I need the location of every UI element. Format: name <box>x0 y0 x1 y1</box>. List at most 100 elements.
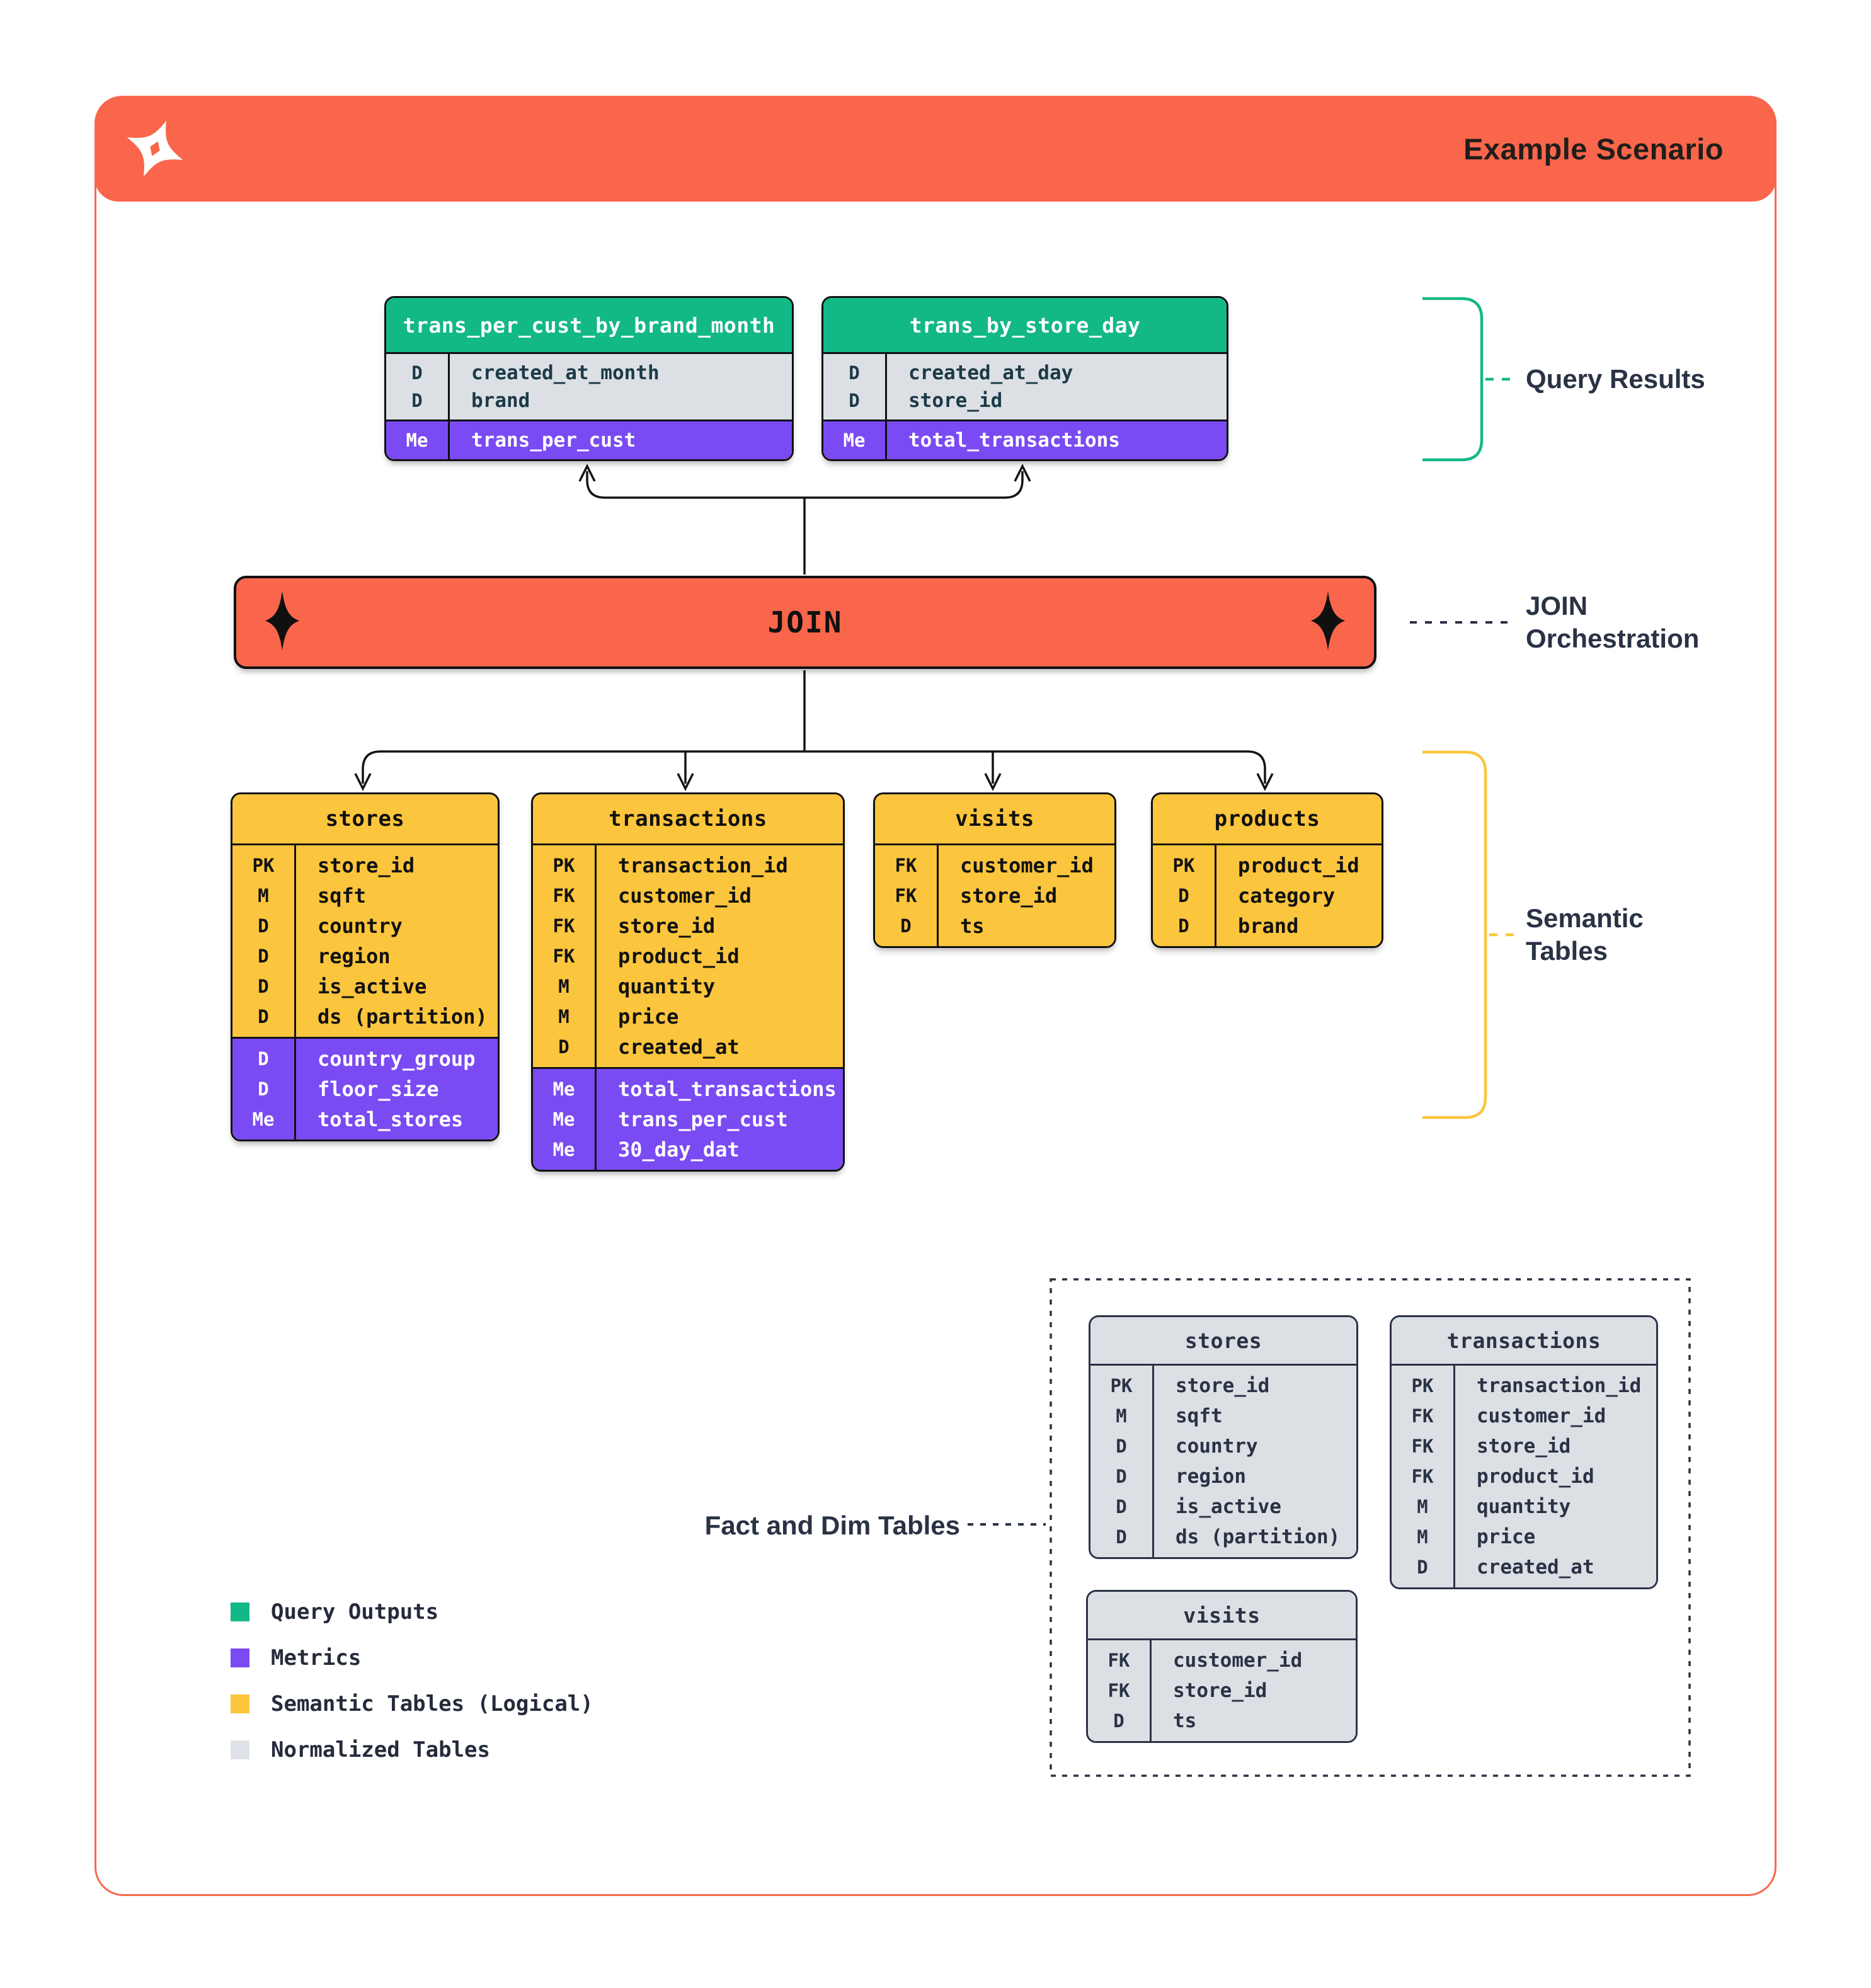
column-key: M <box>1417 1496 1428 1517</box>
table-name: stores <box>232 794 498 845</box>
column-name: store_id <box>960 884 1058 908</box>
field-column: trans_per_cust <box>450 421 792 459</box>
table-name: trans_by_store_day <box>823 298 1227 354</box>
column-name: ds (partition) <box>318 1005 488 1029</box>
legend-item: Metrics <box>231 1643 593 1672</box>
column-name: sqft <box>318 884 367 908</box>
label-semantic-tables: Semantic Tables <box>1526 903 1644 966</box>
column-name: country <box>318 914 403 938</box>
column-name: country_group <box>318 1047 476 1071</box>
column-name: is_active <box>318 974 427 998</box>
column-name: is_active <box>1176 1495 1281 1518</box>
column-key: Me <box>552 1078 575 1100</box>
column-key: Me <box>252 1109 275 1130</box>
column-key: D <box>849 390 860 411</box>
column-name: product_id <box>1238 854 1359 877</box>
legend-item: Query Outputs <box>231 1597 593 1626</box>
column-key: D <box>1178 885 1189 906</box>
join-label: JOIN <box>767 605 843 639</box>
card-header: Example Scenario <box>94 96 1777 202</box>
field-column: total_transactions <box>887 421 1227 459</box>
column-key: D <box>258 1048 269 1070</box>
column-key: FK <box>895 885 917 906</box>
column-name: customer_id <box>618 884 752 908</box>
column-key: PK <box>252 855 275 876</box>
column-key: PK <box>552 855 575 876</box>
column-name: product_id <box>1477 1465 1594 1488</box>
column-name: total_transactions <box>908 429 1120 452</box>
table-name: products <box>1153 794 1382 845</box>
column-name: price <box>618 1005 679 1029</box>
column-name: total_transactions <box>618 1077 837 1101</box>
column-key: Me <box>552 1109 575 1130</box>
column-key: D <box>1116 1526 1127 1548</box>
column-key: D <box>1116 1496 1127 1517</box>
column-name: region <box>1176 1465 1246 1488</box>
table-name: stores <box>1090 1317 1356 1366</box>
column-key: D <box>258 915 269 937</box>
column-name: ts <box>1173 1710 1197 1732</box>
column-key: D <box>258 976 269 997</box>
column-name: quantity <box>618 974 716 998</box>
column-key: Me <box>843 430 866 451</box>
column-name: created_at <box>1477 1556 1594 1579</box>
column-key: FK <box>552 945 575 967</box>
column-name: store_id <box>1176 1374 1270 1397</box>
column-name: floor_size <box>318 1077 439 1101</box>
column-key: D <box>1116 1436 1127 1457</box>
column-name: category <box>1238 884 1336 908</box>
column-name: region <box>318 944 391 968</box>
column-key: PK <box>1411 1375 1434 1397</box>
column-key: D <box>411 362 423 384</box>
field-column: created_at_day store_id <box>887 354 1227 420</box>
column-name: product_id <box>618 944 740 968</box>
label-fact-dim-tables: Fact and Dim Tables <box>704 1511 960 1540</box>
column-name: transaction_id <box>1477 1374 1642 1397</box>
column-key: D <box>258 1078 269 1100</box>
column-name: store_id <box>318 854 415 877</box>
column-name: quantity <box>1477 1495 1571 1518</box>
metrics-section: Me trans_per_cust <box>386 420 792 459</box>
column-name: created_at_month <box>471 362 660 384</box>
column-key: D <box>1116 1466 1127 1487</box>
column-key: D <box>1178 915 1189 937</box>
column-key: M <box>1116 1405 1127 1427</box>
sparkle-diamond-icon <box>1310 589 1346 656</box>
column-name: sqft <box>1176 1405 1223 1427</box>
column-name: 30_day_dat <box>618 1138 740 1162</box>
column-name: store_id <box>908 389 1003 412</box>
column-name: brand <box>471 389 530 412</box>
column-key: Me <box>406 430 428 451</box>
column-key: FK <box>1107 1680 1130 1701</box>
column-key: PK <box>1172 855 1195 876</box>
column-key: FK <box>552 885 575 906</box>
column-key: D <box>849 362 860 384</box>
column-name: created_at_day <box>908 362 1073 384</box>
legend-label: Normalized Tables <box>271 1737 490 1762</box>
column-key: D <box>900 915 912 937</box>
legend-label: Metrics <box>271 1645 362 1671</box>
column-key: FK <box>1411 1436 1434 1457</box>
